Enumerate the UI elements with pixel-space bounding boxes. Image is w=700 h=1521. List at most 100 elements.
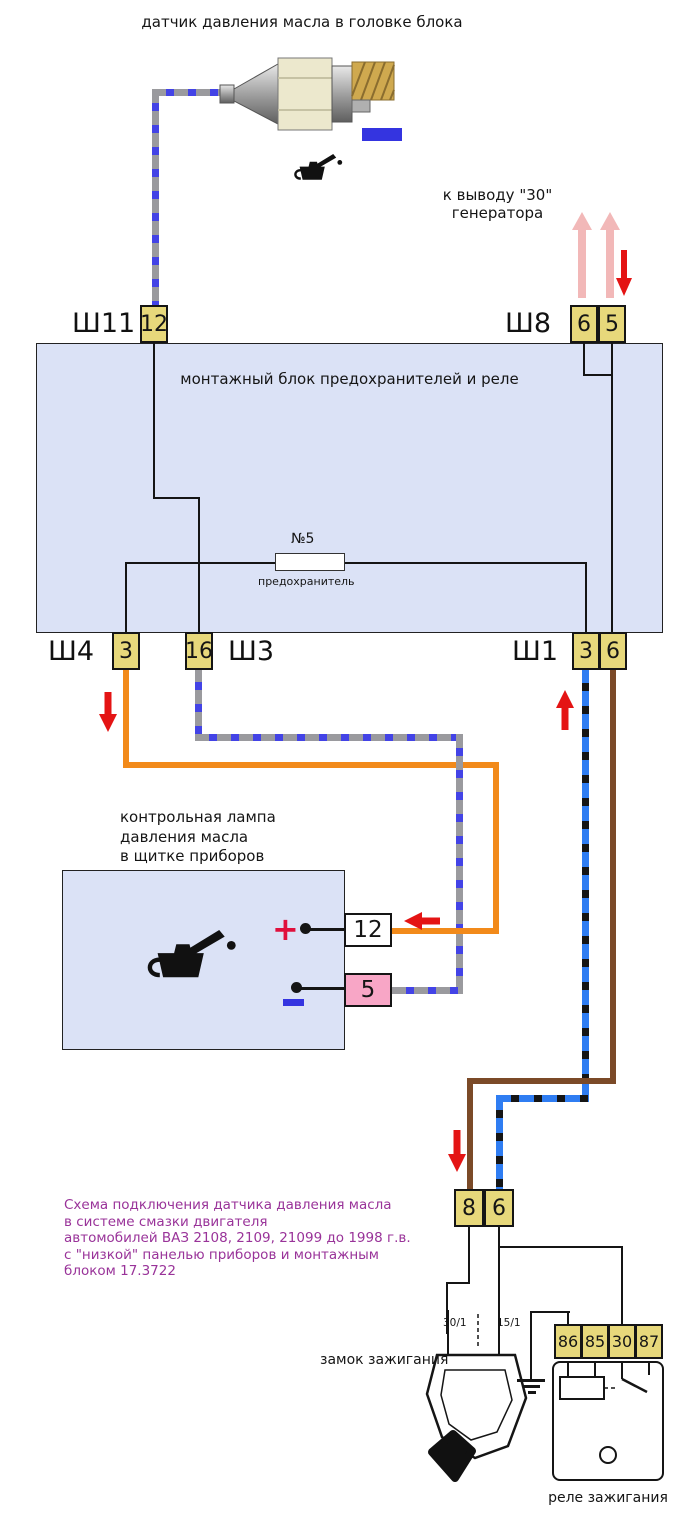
lamp-minus-lead <box>296 987 344 990</box>
pin-sh1-6: 6 <box>599 632 627 670</box>
internal-wire-sh8-bridge <box>583 374 613 376</box>
wire-ground-v <box>530 1311 532 1379</box>
wire-grayblue-h1 <box>195 734 463 741</box>
wire-8-jog <box>446 1282 470 1284</box>
relay-contact-arm <box>621 1377 648 1394</box>
sensor-title: датчик давления масла в головке блока <box>141 13 463 31</box>
wire-sensor-vertical <box>152 89 159 305</box>
thread-hatch <box>389 89 395 101</box>
relay-pin-86: 86 <box>554 1324 582 1359</box>
relay-pin-30: 30 <box>608 1324 636 1359</box>
wire-brown-h1 <box>467 1078 616 1084</box>
relay-coil <box>559 1376 605 1400</box>
thread-hatch <box>370 61 386 101</box>
oil-can-handle <box>294 169 301 180</box>
wire-grayblue-v2 <box>456 734 463 994</box>
connector-label-sh3: Ш3 <box>228 636 275 667</box>
wire-to-15-1 <box>498 1227 500 1334</box>
key-head <box>428 1430 476 1482</box>
pink-arrow-shape <box>572 212 592 298</box>
pin-sh8-6: 6 <box>570 305 598 343</box>
lock-body-inner <box>440 1369 513 1441</box>
terminal-label-30-1: 30/1 <box>443 1317 467 1329</box>
internal-wire-12-16 <box>153 497 200 499</box>
lamp-plus-lead <box>306 928 344 931</box>
red-arrow-shape <box>404 912 440 930</box>
oil-can-handle <box>147 957 161 978</box>
internal-wire-sh8-6 <box>583 341 585 376</box>
wire-bluedash-v1 <box>582 668 589 1102</box>
sensor-step <box>351 99 371 113</box>
pin-harness-6: 6 <box>484 1189 514 1227</box>
wire-bluedash-v2 <box>496 1095 503 1190</box>
wire-bluedash-h1 <box>496 1095 589 1102</box>
lamp-terminal-12: 12 <box>344 913 392 947</box>
relay-caption: реле зажигания <box>548 1490 668 1506</box>
wire-grayblue-h2 <box>392 987 463 994</box>
fuse-number: №5 <box>291 531 315 547</box>
ignition-lock-drawing <box>425 1310 528 1482</box>
current-down-arrow <box>99 692 117 732</box>
wire-to-relay-30 <box>621 1246 623 1324</box>
wire-orange-v1 <box>123 668 129 768</box>
lamp-panel <box>62 870 345 1050</box>
relay-mount-hole <box>599 1446 617 1464</box>
current-left-arrow <box>404 912 440 930</box>
ground-bar-1 <box>517 1379 545 1382</box>
wire-branch-to-relay <box>498 1246 623 1248</box>
relay-pin-87: 87 <box>635 1324 663 1359</box>
lamp-plus-contact <box>300 923 311 934</box>
internal-wire-to-sh4-3 <box>125 562 127 633</box>
fuse-relay-block <box>36 343 663 633</box>
wire-orange-v2 <box>493 762 499 934</box>
lamp-terminal-5: 5 <box>344 973 392 1007</box>
red-arrow-shape <box>616 250 632 296</box>
thread-hatch <box>351 61 366 97</box>
internal-wire-to-sh1-3 <box>585 562 587 633</box>
ground-bar-2 <box>523 1385 540 1388</box>
current-down-arrow <box>616 250 632 296</box>
pin-sh3-16: 16 <box>185 632 213 670</box>
internal-wire-16 <box>198 497 200 633</box>
relay-pin-85: 85 <box>581 1324 609 1359</box>
wire-brown-v2 <box>467 1078 473 1190</box>
connector-label-sh1: Ш1 <box>512 636 559 667</box>
block-title: монтажный блок предохранителей и реле <box>180 370 519 388</box>
thread-hatch <box>380 64 395 101</box>
oil-can-icon-large <box>147 930 236 978</box>
internal-wire-12 <box>153 341 155 499</box>
plus-sign: + <box>272 910 299 948</box>
wire-orange-h2 <box>392 928 499 934</box>
wire-orange-h1 <box>123 762 499 768</box>
pink-arrow-shape <box>600 212 620 298</box>
generator-label: к выводу "30" генератора <box>442 186 553 222</box>
wire-relay-86-ground-h <box>530 1311 570 1313</box>
wire-to-30-1 <box>446 1282 448 1334</box>
connector-label-sh11: Ш11 <box>72 308 136 339</box>
terminal-label-15-1: 15/1 <box>497 1317 521 1329</box>
fuse-5 <box>275 553 345 571</box>
pin-harness-8: 8 <box>454 1189 484 1227</box>
current-up-arrow <box>572 212 592 298</box>
oil-can-body <box>157 930 225 978</box>
current-down-arrow <box>448 1130 466 1172</box>
pin-sh1-3: 3 <box>572 632 600 670</box>
lamp-minus-contact <box>291 982 302 993</box>
oil-drop <box>337 160 343 165</box>
sensor-hex-collar <box>331 65 353 123</box>
wire-sensor-horizontal <box>152 89 232 96</box>
pin-sh4-3: 3 <box>112 632 140 670</box>
oil-can-icon <box>294 154 343 180</box>
oil-drop <box>226 941 236 950</box>
red-arrow-shape <box>99 692 117 732</box>
connector-label-sh8: Ш8 <box>505 308 552 339</box>
oil-pressure-sensor-drawing <box>219 57 402 141</box>
sensor-blue-mark <box>362 128 402 141</box>
current-up-arrow <box>600 212 620 298</box>
internal-wire-sh8-to-sh1-6 <box>611 341 613 633</box>
thread-hatch <box>360 61 376 101</box>
ignition-caption: замок зажигания <box>320 1352 449 1368</box>
sensor-terminal-tip <box>219 84 235 104</box>
schematic-note: Схема подключения датчика давления масла… <box>64 1197 411 1279</box>
